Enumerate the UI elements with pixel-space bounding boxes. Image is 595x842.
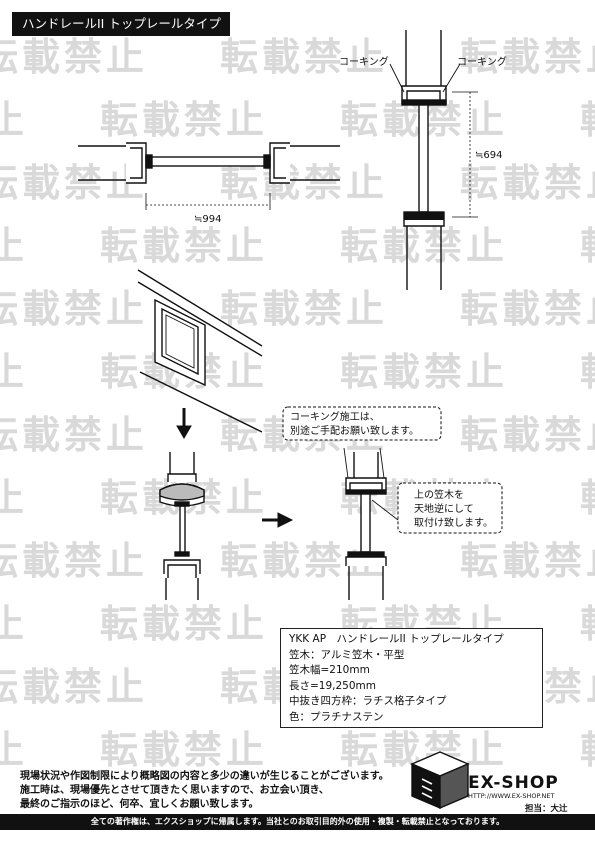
caulking-note-box xyxy=(282,406,442,441)
watermark-text: 転載禁止 xyxy=(580,350,595,394)
watermark-text: 転載禁止 xyxy=(100,98,268,142)
watermark-text: 転載禁止 xyxy=(0,602,28,646)
watermark-text: 転載禁止 xyxy=(340,350,508,394)
horizontal-rail-view xyxy=(78,142,340,210)
section-before xyxy=(159,452,205,600)
spec-line: 中抜き四方枠：ラチス格子タイプ xyxy=(289,695,447,707)
watermark-text: 転載禁止 xyxy=(460,287,595,331)
wall-perspective xyxy=(137,269,263,433)
watermark-text: 転載禁止 xyxy=(0,539,148,583)
watermark-text: 転載禁止 xyxy=(100,224,268,268)
down-arrow-icon xyxy=(176,408,192,439)
spec-line: 笠木幅=210mm xyxy=(289,664,370,676)
watermark-text: 転載禁止 xyxy=(0,287,148,331)
watermark-text: 転載禁止 xyxy=(100,602,268,646)
spec-line: 笠木：アルミ笠木・平型 xyxy=(289,648,405,661)
watermark-text: 転載禁止 xyxy=(0,35,148,79)
copyright-bar: 全ての著作権は、エクスショップに帰属します。当社とのお取引目的外の使用・複製・転… xyxy=(0,814,595,830)
disclaimer-notes: 現場状況や作図制限により概略図の内容と多少の違いが生じることがございます。 施工… xyxy=(20,770,400,812)
watermark-text: 転載禁止 xyxy=(220,287,388,331)
page-title: ハンドレールII トップレールタイプ xyxy=(12,12,230,36)
disclaimer-line: 最終のご指示のほど、何卒、宜しくお願い致します。 xyxy=(20,799,259,810)
dimension-vertical: ≒694 xyxy=(475,150,502,161)
brand-url: HTTP://WWW.EX-SHOP.NET xyxy=(468,792,555,800)
rail-note-line-1: 上の笠木を xyxy=(414,488,464,501)
watermark-text: 転載禁止 xyxy=(580,98,595,142)
watermark-text: 転載禁止 xyxy=(580,476,595,520)
rail-note-box xyxy=(397,482,503,534)
rail-note-line-3: 取付け致します。 xyxy=(414,516,493,529)
watermark-text: 転載禁止 xyxy=(460,35,595,79)
watermark-text: 転載禁止 xyxy=(220,35,388,79)
section-after xyxy=(343,447,399,600)
watermark-text: 転載禁止 xyxy=(0,665,148,709)
watermark-text: 転載禁止 xyxy=(0,161,148,205)
dimension-horizontal: ≒994 xyxy=(194,214,221,225)
staff-label: 担当：大辻 xyxy=(525,804,568,814)
watermark-text: 転載禁止 xyxy=(580,728,595,772)
caulking-callout-right: コーキング xyxy=(457,55,507,68)
watermark-text: 転載禁止 xyxy=(460,539,595,583)
watermark-text: 転載禁止 xyxy=(0,224,28,268)
watermark-text: 転載禁止 xyxy=(0,98,28,142)
watermark-text: 転載禁止 xyxy=(580,224,595,268)
vertical-rail-view xyxy=(389,30,478,290)
ex-shop-logo-icon xyxy=(410,751,470,810)
watermark-text: 転載禁止 xyxy=(220,161,388,205)
spec-line: 色：プラチナステン xyxy=(289,710,384,723)
brand-name: EX-SHOP xyxy=(468,773,559,793)
disclaimer-line: 現場状況や作図制限により概略図の内容と多少の違いが生じることがございます。 xyxy=(20,771,389,782)
watermark-text: 転載禁止 xyxy=(0,728,28,772)
watermark-text: 転載禁止 xyxy=(0,476,28,520)
watermark-text: 転載禁止 xyxy=(460,413,595,457)
watermark-text: 転載禁止 xyxy=(0,413,148,457)
rail-note-line-2: 天地逆にして xyxy=(414,502,474,515)
watermark-text: 転載禁止 xyxy=(460,161,595,205)
caulking-note-line-2: 別途ご手配お願い致します。 xyxy=(290,424,419,437)
spec-box: YKK AP ハンドレールII トップレールタイプ 笠木：アルミ笠木・平型 笠木… xyxy=(280,628,543,728)
spec-line: 長さ=19,250mm xyxy=(289,679,376,692)
watermark-text: 転載禁止 xyxy=(0,350,28,394)
watermark-text: 転載禁止 xyxy=(100,728,268,772)
watermark-text: 転載禁止 xyxy=(580,602,595,646)
caulking-note-line-1: コーキング施工は、 xyxy=(290,410,380,423)
caulking-callout-left: コーキング xyxy=(339,55,389,68)
watermark-text: 転載禁止 xyxy=(340,224,508,268)
right-arrow-icon xyxy=(262,512,294,528)
spec-line: YKK AP ハンドレールII トップレールタイプ xyxy=(289,633,504,645)
disclaimer-line: 施工時は、現場優先とさせて頂きたく思いますので、お立会い頂き、 xyxy=(20,785,329,796)
